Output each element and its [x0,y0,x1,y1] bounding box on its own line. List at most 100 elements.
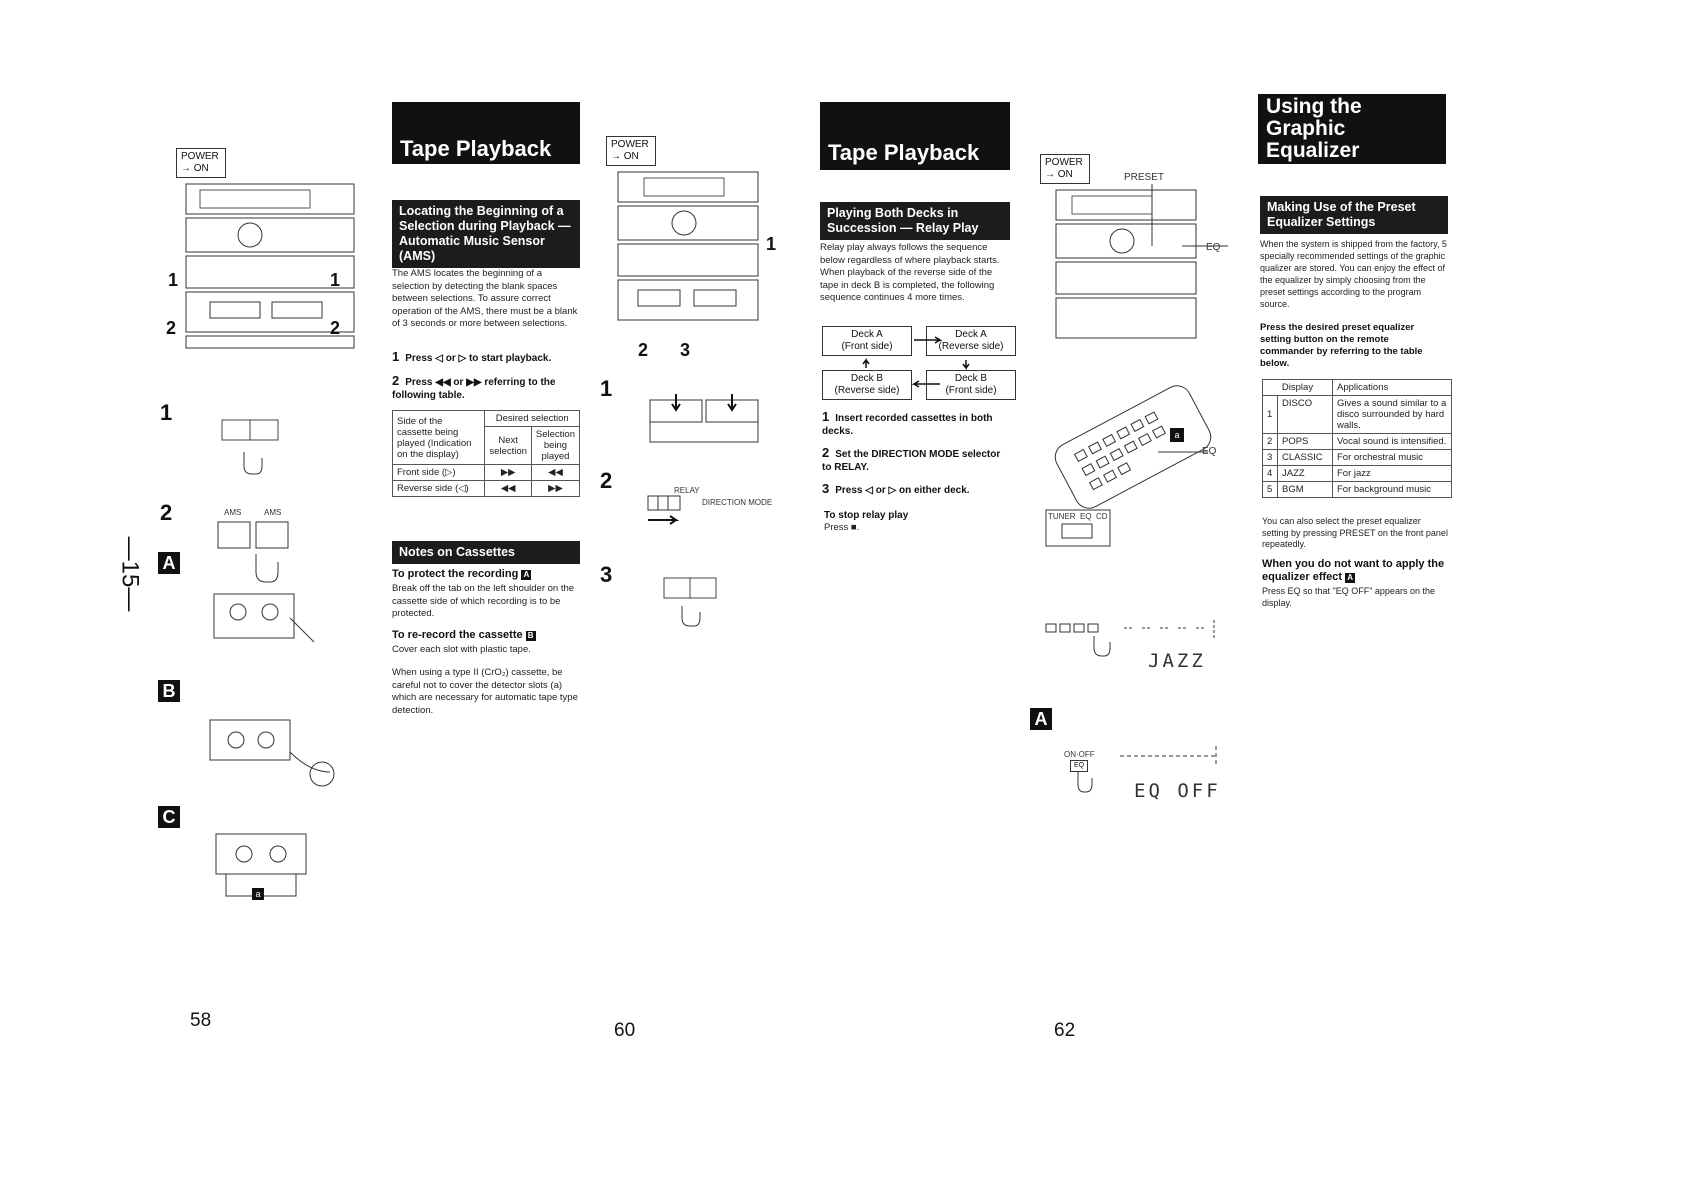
rerecord-heading: To re-record the cassette B [392,629,536,641]
eq-label-panel: EQ [1206,242,1221,253]
flow-deck-b-front: Deck B (Front side) [926,370,1016,400]
ams-direction-table: Side of the cassette being played (Indic… [391,410,581,497]
table-cell: Vocal sound is intensified. [1332,433,1452,450]
ams-description: The AMS locates the beginning of a selec… [392,268,578,329]
remote-commander-illustration [1045,385,1212,547]
equalizer-presets-table: Display Applications 1 DISCO Gives a sou… [1262,379,1452,498]
rerecord-body: Cover each slot with plastic tape. [392,644,531,655]
step-3-marker: 3 [600,562,613,587]
stereo-system-illustration [1055,184,1228,339]
lcd-eq-off: EQ OFF [1134,780,1221,802]
table-cell: ◀◀ [484,480,532,497]
direction-mode-selector [647,495,681,525]
preset-eq-description: When the system is shipped from the fact… [1260,239,1447,309]
power-on-label: POWER → ON [176,148,226,178]
table-header-display: Display [1262,379,1333,396]
relay-label: RELAY [674,486,700,495]
ams-buttons-illustration [217,521,289,583]
stop-relay-body: Press ■. [824,522,860,533]
table-cell: ▶▶ [484,464,532,481]
callout-1: 1 [766,234,777,254]
table-cell: BGM [1277,481,1333,498]
eq-label-remote: EQ [1202,446,1217,457]
table-row: Front side (▷) ▶▶ ◀◀ [391,464,581,481]
lcd-segments-illustration [1124,620,1215,638]
step-2-marker: 2 [160,500,173,525]
table-cell: Front side (▷) [391,464,486,481]
protect-body: Break off the tab on the left shoulder o… [392,583,575,619]
protect-heading: To protect the recording A [392,568,532,580]
no-eq-body: Press EQ so that "EQ OFF" appears on the… [1262,586,1435,608]
lcd-jazz: JAZZ [1148,650,1206,672]
relay-description: Relay play always follows the sequence b… [820,242,1000,303]
cassette-detector-slots-illustration [215,833,307,897]
section-title-preset-eq: Making Use of the Preset Equalizer Setti… [1260,196,1448,234]
cassette-tape-cover-illustration [209,719,335,787]
table-header-side: Side of the cassette being played (Indic… [391,410,486,465]
table-cell: CLASSIC [1277,449,1333,466]
eq-button[interactable]: EQ [1070,760,1088,772]
flow-deck-a-reverse: Deck A (Reverse side) [926,326,1016,356]
table-row: 3 CLASSIC For orchestral music [1262,449,1452,466]
table-cell: For background music [1332,481,1452,498]
lcd-segments-illustration-2 [1120,746,1217,766]
table-cell: JAZZ [1277,465,1333,482]
side-page-number: —15— [116,536,144,612]
step-1-marker: 1 [600,376,613,401]
table-cell: For orchestral music [1332,449,1452,466]
page-number-58: 58 [190,1010,212,1031]
section-title-relay: Playing Both Decks in Succession — Relay… [820,202,1010,240]
table-header-being: Selection being played [530,426,581,465]
col1-illustrations: POWER → ON 1 1 2 2 1 2 AMS AMS A B [140,140,380,1000]
onoff-label: ON·OFF [1064,750,1095,759]
preset-label: PRESET [1124,172,1165,183]
table-row: 4 JAZZ For jazz [1262,465,1452,482]
no-eq-heading: When you do not want to apply the equali… [1262,558,1445,583]
type2-note: When using a type II (CrO₂) cassette, be… [392,667,578,716]
play-buttons-illustration [663,577,717,627]
letter-a-marker: A [1030,708,1052,730]
table-row: 5 BGM For background music [1262,481,1452,498]
table-cell: DISCO [1277,395,1333,434]
preset-also-note: You can also select the preset equalizer… [1262,516,1448,549]
table-cell: Gives a sound similar to a disco surroun… [1332,395,1452,434]
flow-deck-a-front: Deck A (Front side) [822,326,912,356]
table-header-next: Next selection [484,426,532,465]
col3-illustrations: POWER → ON 1 2 3 1 2 RELAY DIRECTION MOD… [600,130,800,650]
callout-1-right: 1 [330,270,341,290]
stereo-system-illustration [617,171,759,321]
callout-3: 3 [680,340,691,360]
ams-label-right: AMS [264,508,282,517]
section-title-notes: Notes on Cassettes [392,541,580,564]
direction-mode-label: DIRECTION MODE [702,498,773,507]
table-cell: For jazz [1332,465,1452,482]
table-cell: 5 [1262,481,1278,498]
hand-pointer-icon [1077,772,1093,793]
table-cell: Reverse side (◁) [391,480,486,497]
power-on-label: POWER → ON [1040,154,1090,184]
col5-illustrations: POWER → ON PRESET EQ a EQ TUNER EQ CD [1030,150,1240,830]
callout-2: 2 [638,340,649,360]
section-title-ams: Locating the Beginning of a Selection du… [392,200,580,268]
page-title-tape-playback-2: Tape Playback [820,102,1010,170]
callout-2-left: 2 [166,318,177,338]
stereo-system-illustration [185,183,355,349]
ams-label-left: AMS [224,508,242,517]
insert-cassettes-illustration [649,394,759,443]
table-row: Reverse side (◁) ◀◀ ▶▶ [391,480,581,497]
flow-arrows [862,336,970,388]
preset-eq-instruction: Press the desired preset equalizer setti… [1260,322,1423,369]
page-title-graphic-equalizer: Using the Graphic Equalizer [1258,94,1446,164]
table-cell: 3 [1262,449,1278,466]
page-number-60: 60 [614,1020,636,1041]
table-cell: 2 [1262,433,1278,450]
page-number-62: 62 [1054,1020,1076,1041]
page-title-tape-playback: Tape Playback [392,102,580,164]
table-cell: ◀◀ [530,464,581,481]
table-row: 2 POPS Vocal sound is intensified. [1262,433,1452,450]
table-header-desired: Desired selection [484,410,580,427]
